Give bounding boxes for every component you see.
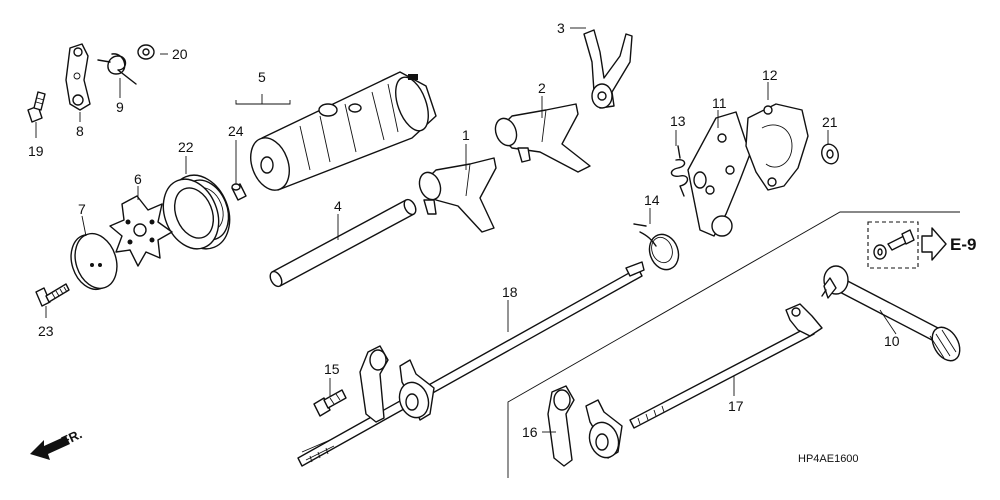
part-shift-fork-3 [583, 29, 633, 109]
callout-20[interactable]: 20 [172, 46, 188, 62]
part-shift-fork-1 [418, 157, 497, 233]
callout-11[interactable]: 11 [712, 95, 727, 111]
reference-label[interactable]: E-9 [950, 235, 976, 254]
front-direction-label: FR. [59, 426, 84, 448]
reference-arrow-icon [921, 227, 947, 261]
reference-box [867, 221, 919, 269]
callout-3[interactable]: 3 [557, 20, 565, 36]
part-disc-7 [70, 232, 118, 291]
part-bearing-22 [162, 174, 231, 250]
part-bolt-23 [35, 283, 70, 307]
callout-22[interactable]: 22 [178, 139, 194, 155]
callout-17[interactable]: 17 [728, 398, 744, 414]
callout-24[interactable]: 24 [228, 123, 244, 139]
part-stud-15 [313, 389, 347, 417]
callout-23[interactable]: 23 [38, 323, 54, 339]
callout-14[interactable]: 14 [644, 192, 660, 208]
callouts: 1 2 3 4 5 6 7 8 9 10 11 12 13 14 15 16 1… [28, 20, 900, 440]
part-washer-20 [137, 44, 155, 60]
callout-5[interactable]: 5 [258, 69, 266, 85]
callout-9[interactable]: 9 [116, 99, 124, 115]
part-stopper-arm-8 [65, 43, 91, 111]
section-boundary [507, 211, 960, 478]
callout-4[interactable]: 4 [334, 198, 342, 214]
part-shift-shaft-18 [297, 261, 645, 467]
callout-7[interactable]: 7 [78, 201, 86, 217]
leader-lines [35, 27, 897, 433]
part-shift-shaft-10 [821, 265, 961, 362]
drawing-code: HP4AE1600 [798, 453, 859, 465]
part-shaft-4 [269, 198, 417, 288]
part-star-plate-6 [109, 195, 173, 267]
callout-12[interactable]: 12 [762, 67, 778, 83]
callout-6[interactable]: 6 [134, 171, 142, 187]
callout-15[interactable]: 15 [324, 361, 340, 377]
part-spring-13 [670, 145, 689, 197]
part-washer-21 [821, 143, 839, 165]
callout-18[interactable]: 18 [502, 284, 518, 300]
part-arm-16 [547, 385, 623, 467]
part-plate-11 [687, 111, 751, 237]
part-bolt-19 [27, 91, 46, 123]
callout-2[interactable]: 2 [538, 80, 546, 96]
front-direction-arrow-icon [30, 436, 70, 460]
callout-10[interactable]: 10 [884, 333, 900, 349]
part-shift-fork-2 [494, 103, 591, 173]
callout-13[interactable]: 13 [670, 113, 686, 129]
part-spring-14 [633, 223, 680, 271]
callout-19[interactable]: 19 [28, 143, 44, 159]
part-pin-24 [231, 183, 247, 201]
part-shaft-17 [629, 303, 823, 429]
part-plate-12 [745, 103, 809, 191]
callout-21[interactable]: 21 [822, 114, 838, 130]
part-spring-9 [97, 53, 137, 85]
callout-16[interactable]: 16 [522, 424, 538, 440]
part-shift-drum-5 [250, 71, 437, 191]
callout-1[interactable]: 1 [462, 127, 470, 143]
callout-8[interactable]: 8 [76, 123, 84, 139]
